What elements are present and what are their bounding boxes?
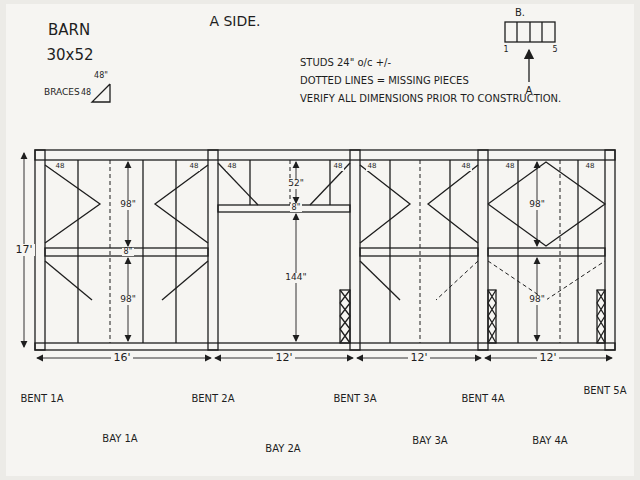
drawing-title: BARN <box>48 22 90 39</box>
dimension-text: 48 <box>460 163 473 171</box>
frame-lines <box>35 22 615 350</box>
note-text: 30x52 <box>46 47 93 64</box>
dimension-text: 48" <box>94 72 108 81</box>
bent-label: BENT 3A <box>333 393 376 404</box>
note-text: A SIDE. <box>209 14 260 29</box>
dimension-text: 17' <box>13 244 34 256</box>
dimension-text: 98" <box>527 200 547 210</box>
note-text: B. <box>515 7 525 18</box>
dimension-text: 12' <box>408 352 429 364</box>
note-text: VERIFY ALL DIMENSIONS PRIOR TO CONSTRUCT… <box>300 93 561 104</box>
bent-label: BENT 4A <box>461 393 504 404</box>
note-text: DOTTED LINES = MISSING PIECES <box>300 75 469 86</box>
dimension-text: 8" <box>122 248 135 257</box>
missing-pieces <box>110 160 605 343</box>
bay-label: BAY 2A <box>265 443 300 454</box>
dimension-text: 48 <box>332 163 345 171</box>
dimension-text: 48 <box>188 163 201 171</box>
bent-label: BENT 2A <box>191 393 234 404</box>
note-text: STUDS 24" o/c +/- <box>300 57 391 68</box>
dimension-text: 12' <box>537 352 558 364</box>
dimension-text: 16' <box>111 352 132 364</box>
bent-label: BENT 1A <box>20 393 63 404</box>
dimension-lines <box>24 153 612 358</box>
bent-label: BENT 5A <box>583 385 626 396</box>
bay-label: BAY 1A <box>102 433 137 444</box>
dimension-text: 48 <box>81 89 91 98</box>
bay-label: BAY 4A <box>532 435 567 446</box>
paper-sheet <box>6 4 634 476</box>
dimension-text: 52" <box>286 179 306 189</box>
dimension-text: 48 <box>226 163 239 171</box>
dimension-text: 5 <box>552 46 557 55</box>
dimension-text: 12' <box>273 352 294 364</box>
bay-label: BAY 3A <box>412 435 447 446</box>
dimension-text: 48 <box>54 163 67 171</box>
dimension-text: 1 <box>503 46 508 55</box>
dimension-text: 48 <box>504 163 517 171</box>
note-text: BRACES <box>44 88 80 98</box>
dimension-text: 98" <box>118 200 138 210</box>
dimension-text: 98" <box>118 295 138 305</box>
dimension-text: 48 <box>584 163 597 171</box>
dimension-text: 98" <box>527 295 547 305</box>
dimension-text: 48 <box>366 163 379 171</box>
dimension-text: 8" <box>290 204 303 213</box>
dimension-text: 144" <box>283 273 308 283</box>
